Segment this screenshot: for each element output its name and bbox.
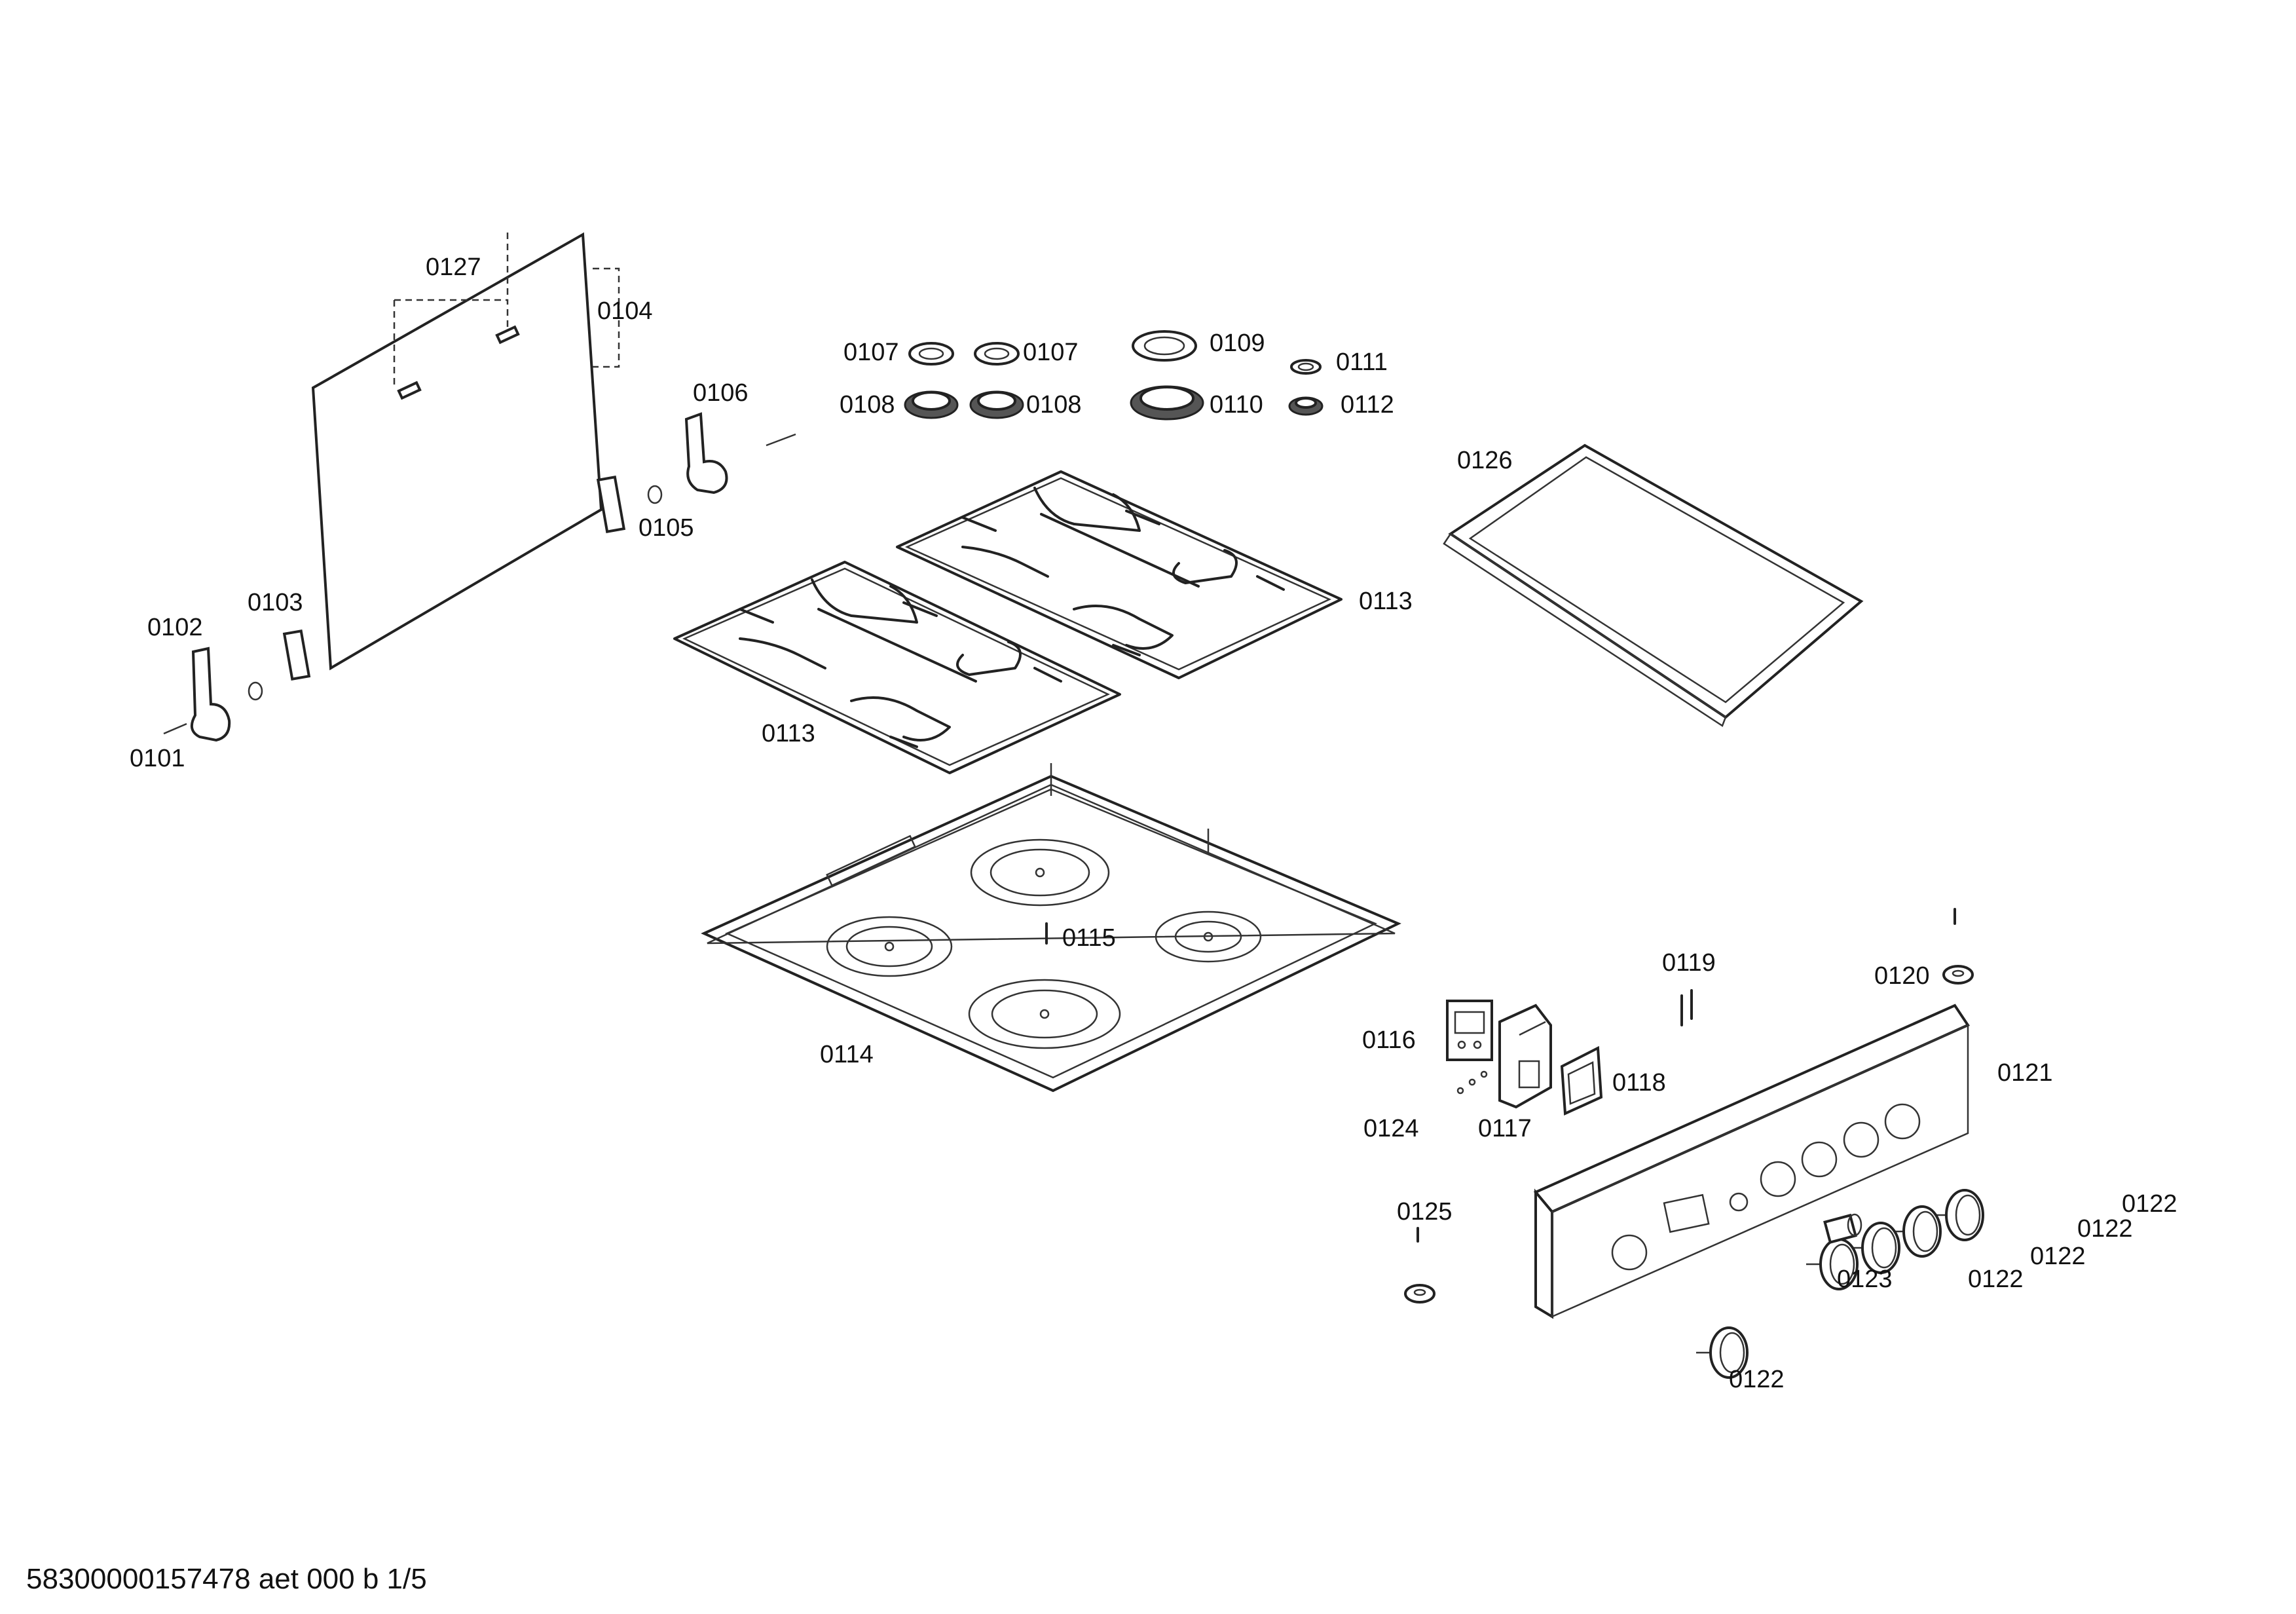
hob-tray (701, 763, 1401, 1093)
burner-heads (904, 385, 1324, 421)
knobs-0122 (1696, 1189, 1984, 1379)
knob-2[interactable] (1889, 1205, 1942, 1258)
label-0112: 0112 (1341, 391, 1394, 419)
label-0113-left: 0113 (762, 720, 815, 747)
knob-4[interactable] (1806, 1237, 1948, 1290)
label-0107-left: 0107 (843, 339, 899, 366)
label-0123: 0123 (1837, 1266, 1893, 1293)
label-0105: 0105 (639, 514, 694, 542)
knob-3[interactable] (1848, 1222, 1900, 1274)
label-0120: 0120 (1874, 962, 1930, 990)
footer-document-code: 58300000157478 aet 000 b 1/5 (26, 1563, 427, 1595)
part-labels: 0127 0104 0106 0105 0102 0103 0101 0107 … (130, 253, 2177, 1393)
label-0104: 0104 (597, 297, 653, 325)
hinge-left (163, 629, 311, 742)
knob-1[interactable] (1932, 1189, 1984, 1241)
label-0101: 0101 (130, 745, 185, 772)
tray-lid-0126 (1443, 443, 1864, 727)
part-0125 (1404, 1227, 1435, 1304)
label-0117: 0117 (1478, 1115, 1532, 1142)
screws-0119 (1680, 989, 1693, 1026)
screw-0120 (1942, 908, 1974, 985)
label-0114: 0114 (820, 1041, 874, 1068)
label-0121: 0121 (1997, 1059, 2053, 1087)
bracket-0117 (1498, 1004, 1552, 1109)
label-0118: 0118 (1612, 1069, 1666, 1097)
screws-0124 (1456, 1070, 1488, 1095)
burner-caps (908, 330, 1322, 375)
pan-support-left (673, 561, 1121, 774)
label-0122-d: 0122 (1968, 1266, 2024, 1293)
label-0110: 0110 (1210, 391, 1263, 419)
label-0122-a: 0122 (2122, 1190, 2177, 1218)
switch-0123 (1823, 1213, 1862, 1245)
knob-5[interactable] (1696, 1326, 1749, 1379)
label-0106: 0106 (693, 379, 749, 407)
label-0127: 0127 (426, 253, 481, 281)
label-0115: 0115 (1062, 924, 1116, 952)
hinge-right (596, 412, 796, 533)
label-0126: 0126 (1457, 447, 1513, 474)
label-0119: 0119 (1662, 949, 1716, 977)
label-0108-left: 0108 (840, 391, 895, 419)
label-0107-right: 0107 (1023, 339, 1079, 366)
glass-lid (311, 232, 620, 671)
label-0102: 0102 (147, 614, 203, 641)
label-0122-e: 0122 (1729, 1366, 1785, 1393)
label-0109: 0109 (1210, 329, 1265, 357)
label-0108-right: 0108 (1026, 391, 1082, 419)
label-0122-c: 0122 (2030, 1243, 2086, 1270)
label-0125: 0125 (1397, 1198, 1453, 1226)
label-0103: 0103 (248, 589, 303, 616)
label-0122-b: 0122 (2077, 1215, 2133, 1243)
label-0111: 0111 (1336, 348, 1388, 376)
display-0118 (1560, 1045, 1603, 1116)
label-0116: 0116 (1362, 1026, 1416, 1054)
timer-0116 (1446, 1000, 1493, 1061)
label-0113-right: 0113 (1359, 588, 1413, 615)
pan-support-right (896, 470, 1342, 679)
label-0124: 0124 (1363, 1115, 1419, 1142)
control-panel-0121 (1533, 1004, 1970, 1319)
